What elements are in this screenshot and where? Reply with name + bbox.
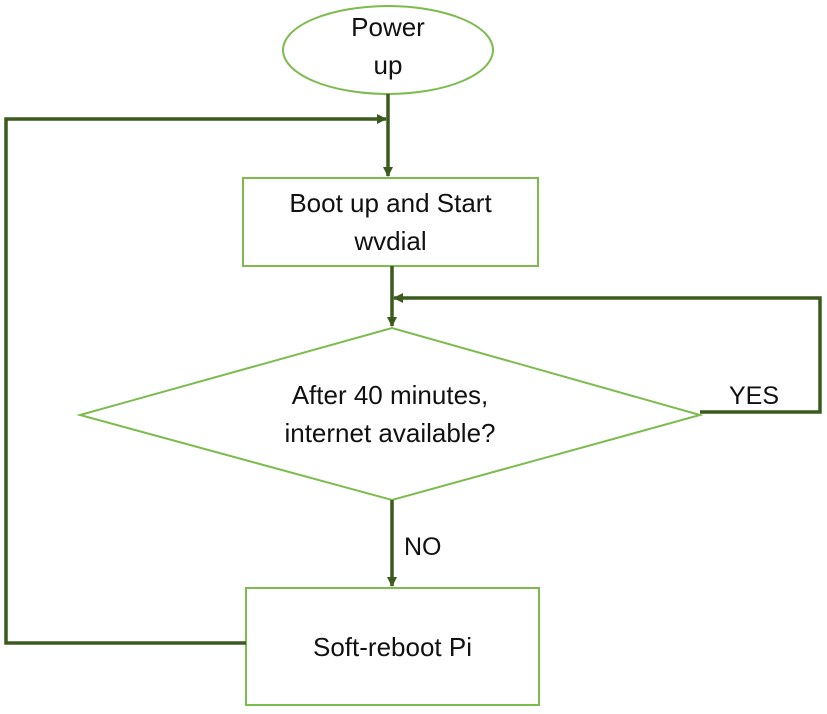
boot-process-box xyxy=(242,177,539,267)
connector-yes-loop xyxy=(393,293,822,414)
boot-label: Boot up and Start wvdial xyxy=(289,188,492,256)
yes-edge-label: YES xyxy=(729,382,780,410)
reboot-label: Soft-reboot Pi xyxy=(313,632,472,662)
no-edge-label: NO xyxy=(404,533,442,561)
decision-diamond xyxy=(76,326,704,502)
start-label: Power up xyxy=(351,12,425,80)
reboot-process-box xyxy=(245,587,540,706)
decision-label: After 40 minutes, internet available? xyxy=(284,380,496,448)
connector-reboot-loop xyxy=(4,114,387,645)
